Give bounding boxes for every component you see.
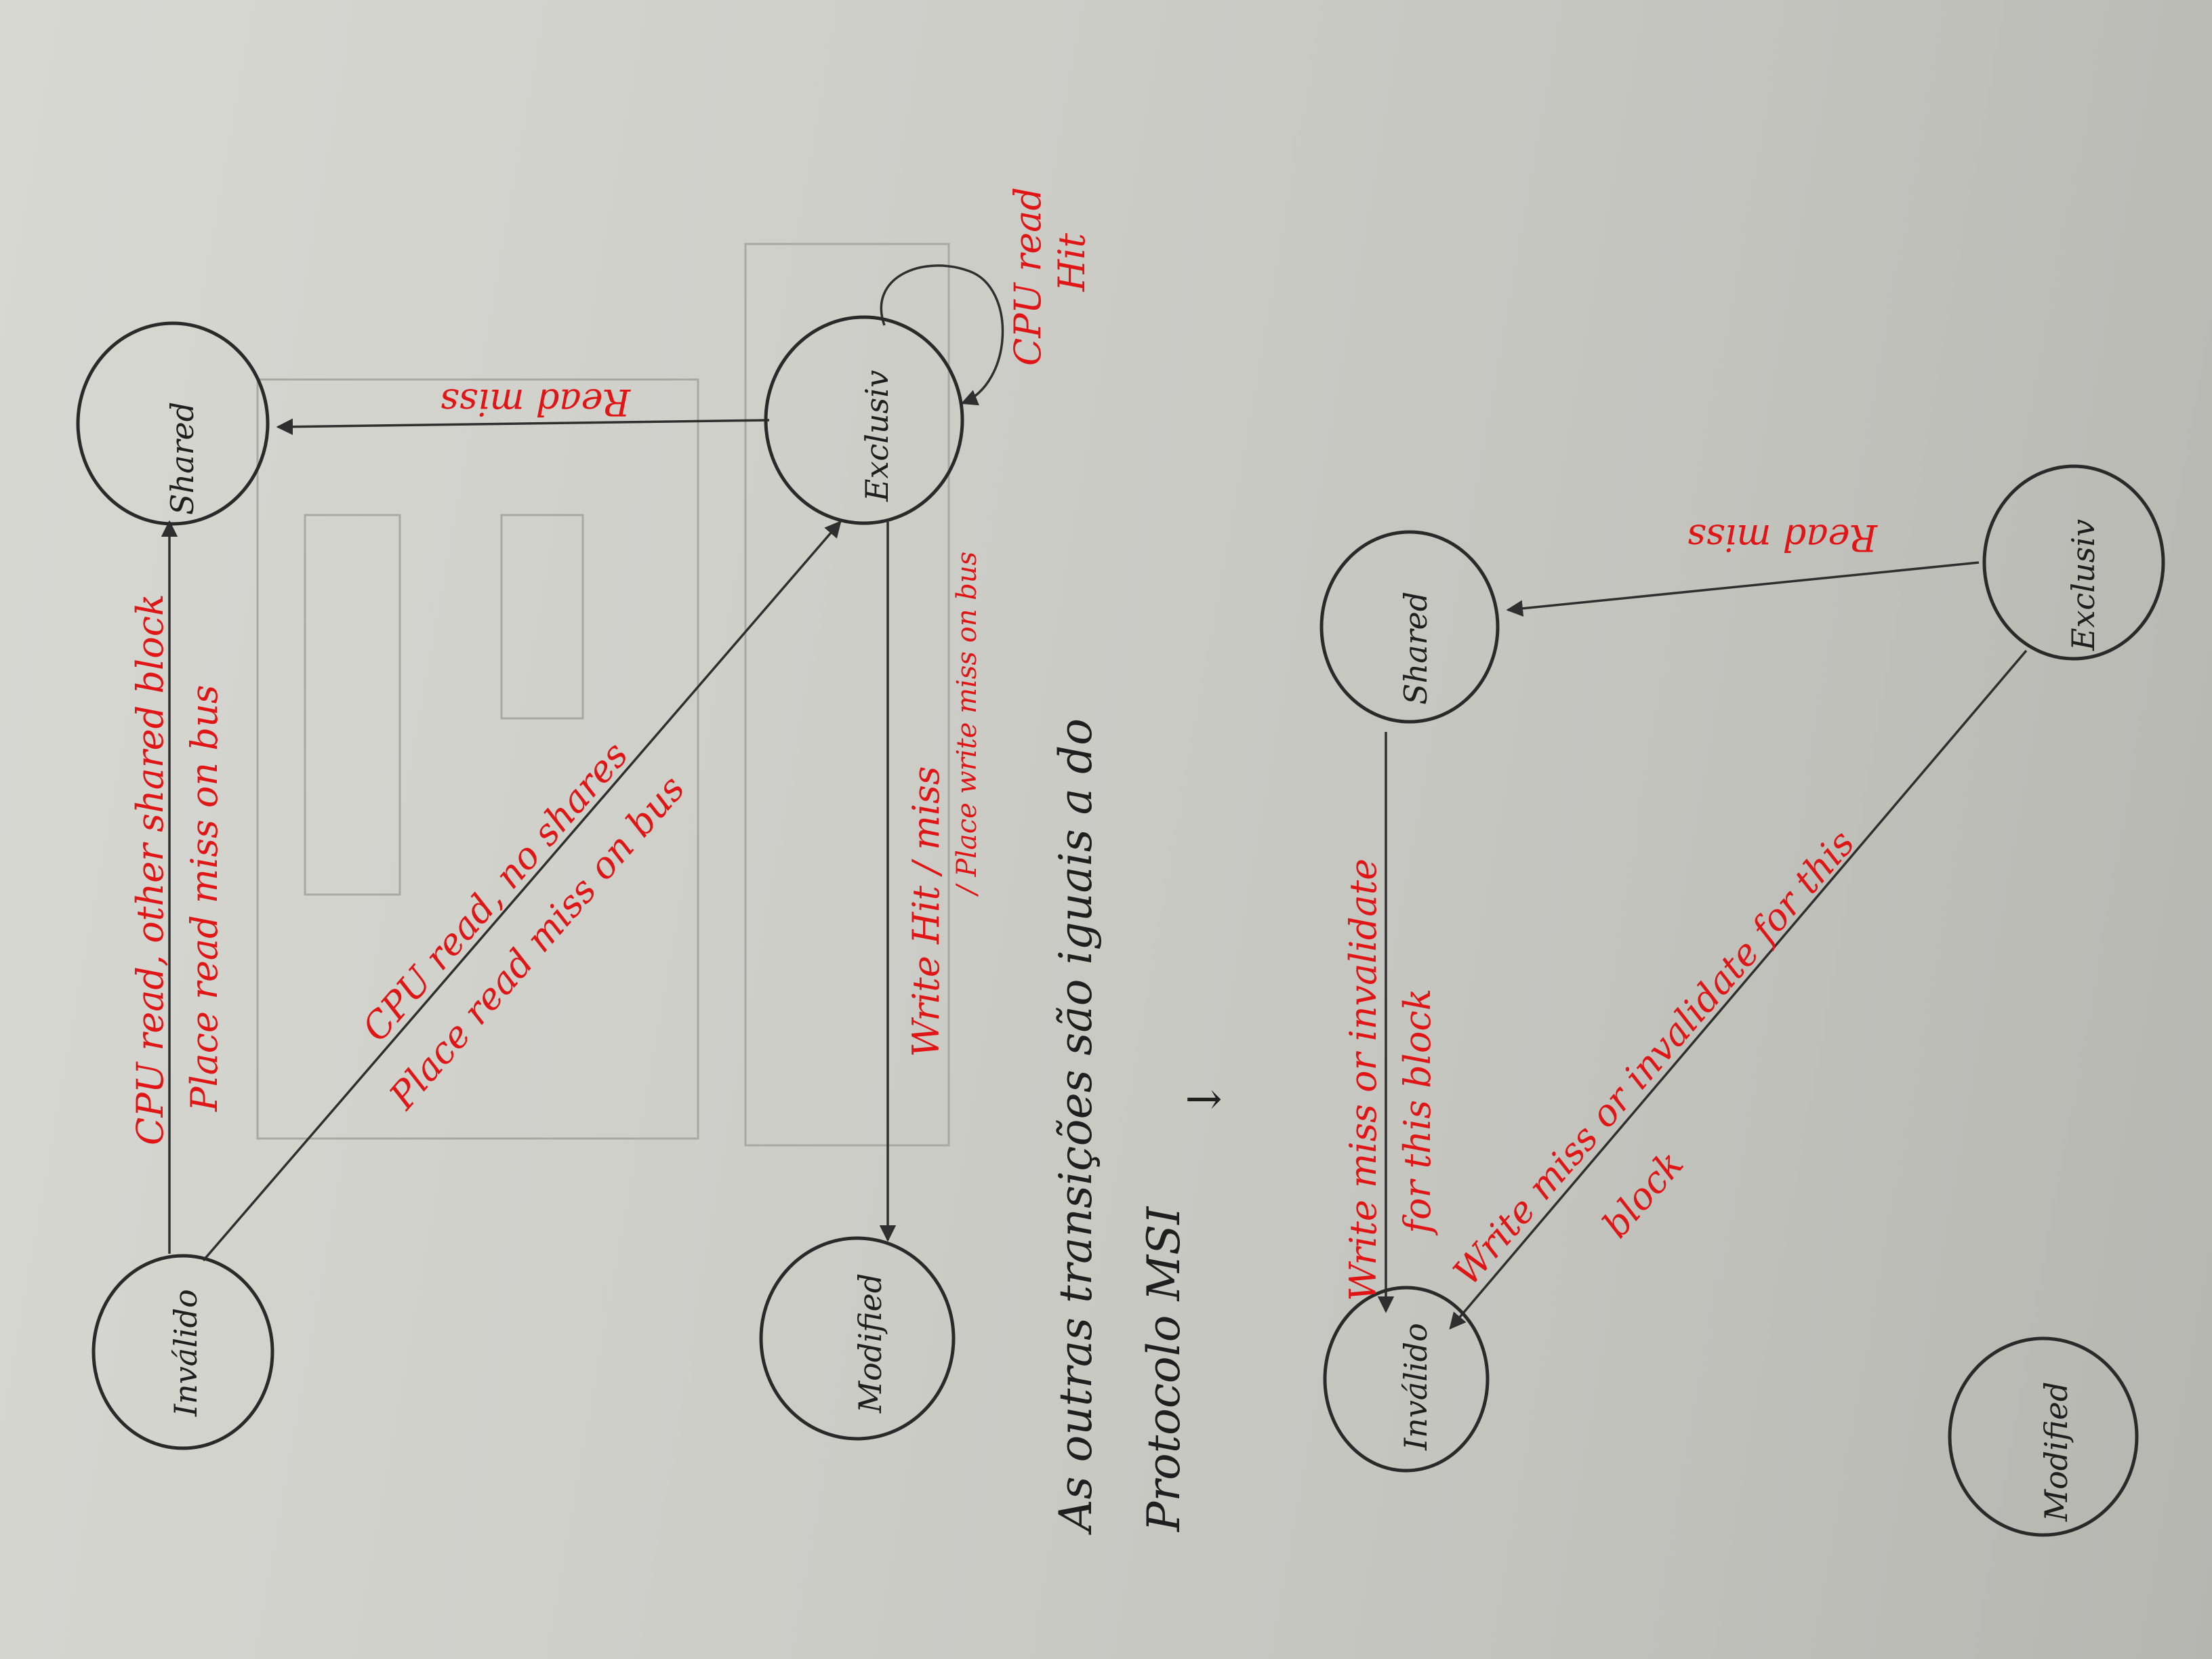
edge-label-top-exclusive-modified-1: Write Hit / miss (905, 766, 947, 1057)
label-top-shared: Shared (164, 402, 201, 515)
transition-note: As outras transições são iguais a do Pro… (1050, 718, 1231, 1536)
top-diagram: Inválido Shared Exclusiv Modified CPU re… (76, 187, 1093, 1450)
node-bottom-exclusive (1982, 464, 2165, 661)
node-top-shared (76, 321, 270, 526)
label-bottom-shared: Shared (1397, 592, 1434, 705)
edge-label-top-exclusive-self-2: Hit (1050, 233, 1093, 292)
edge-label-bottom-exclusive-shared: Read miss (1687, 516, 1878, 559)
note-line-2: Protocolo MSI (1138, 1206, 1190, 1532)
node-bottom-modified (1948, 1336, 2139, 1537)
node-bottom-invalid (1323, 1286, 1490, 1473)
edge-label-top-invalid-shared-1: CPU read, other shared block (129, 594, 171, 1145)
label-top-invalid: Inválido (167, 1289, 204, 1417)
edge-bottom-exclusive-to-shared (1506, 561, 1980, 617)
label-bottom-exclusive: Exclusiv (2065, 519, 2102, 651)
page-show-through (256, 243, 950, 1147)
label-bottom-invalid: Inválido (1397, 1323, 1434, 1451)
edge-label-bottom-exclusive-invalid-2: block (1594, 1143, 1692, 1246)
node-top-invalid (91, 1254, 274, 1450)
label-top-exclusive: Exclusiv (859, 370, 895, 502)
edge-label-top-exclusive-self-1: CPU read (1006, 187, 1049, 366)
edge-top-exclusive-to-shared (276, 418, 770, 435)
node-top-exclusive (764, 315, 964, 525)
edge-label-bottom-exclusive-invalid-1: Write miss or invalidate for this (1445, 822, 1863, 1294)
edge-label-bottom-shared-invalid-2: for this block (1396, 989, 1439, 1236)
note-line-1: As outras transições são iguais a do (1050, 718, 1102, 1536)
note-arrow-mark: ↓ (1179, 1081, 1231, 1118)
label-top-modified: Modified (852, 1273, 888, 1414)
label-bottom-modified: Modified (2038, 1382, 2074, 1522)
edge-top-invalid-to-exclusive (202, 520, 842, 1262)
edge-top-exclusive-self-loop (880, 264, 1004, 406)
node-bottom-shared (1319, 530, 1500, 724)
edge-label-top-invalid-shared-2: Place read miss on bus (183, 685, 226, 1112)
edge-bottom-exclusive-to-invalid (1449, 649, 2028, 1330)
edge-label-top-exclusive-modified-2: / Place write miss on bus (951, 552, 983, 897)
node-top-modified (759, 1236, 956, 1441)
edge-label-top-exclusive-shared: Read miss (441, 381, 631, 424)
edge-label-bottom-shared-invalid-1: Write miss or invalidate (1342, 859, 1385, 1301)
bottom-diagram: Shared Exclusiv Inválido Modified Write … (1319, 464, 2165, 1537)
